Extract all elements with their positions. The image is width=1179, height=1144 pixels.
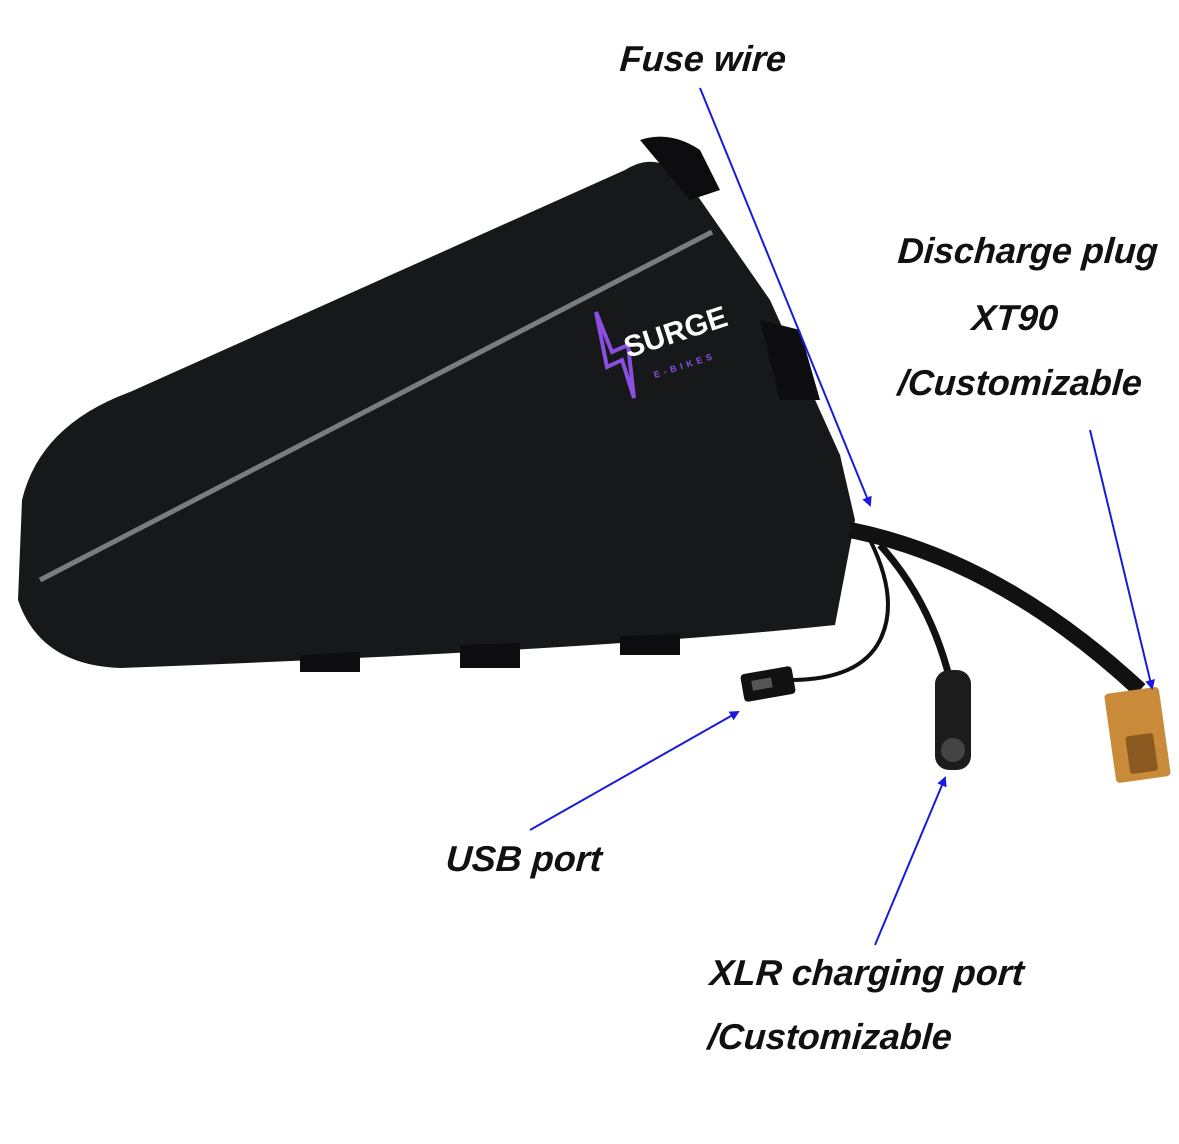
xlr-connector — [935, 670, 971, 770]
xt90-label: XT90 — [970, 297, 1060, 338]
usb-port-arrow — [529, 711, 740, 831]
xlr-port-label: XLR charging port — [708, 952, 1026, 993]
xlr-port-arrow — [874, 776, 947, 946]
discharge-plug-label: Discharge plug — [896, 230, 1160, 271]
usb-connector — [740, 666, 796, 702]
triangle-battery-bag — [18, 136, 855, 672]
xlr-customizable-label: /Customizable — [706, 1016, 954, 1057]
xt90-connector — [1104, 687, 1171, 783]
fuse-wire-arrow — [699, 87, 872, 507]
usb-port-label: USB port — [444, 838, 604, 879]
cables — [789, 522, 1146, 696]
fuse-wire-label: Fuse wire — [618, 38, 788, 79]
discharge-plug-arrow — [1089, 429, 1155, 690]
reflective-stripe — [38, 229, 714, 583]
discharge-customizable-label: /Customizable — [896, 362, 1144, 403]
annotation-arrows — [529, 87, 1155, 946]
